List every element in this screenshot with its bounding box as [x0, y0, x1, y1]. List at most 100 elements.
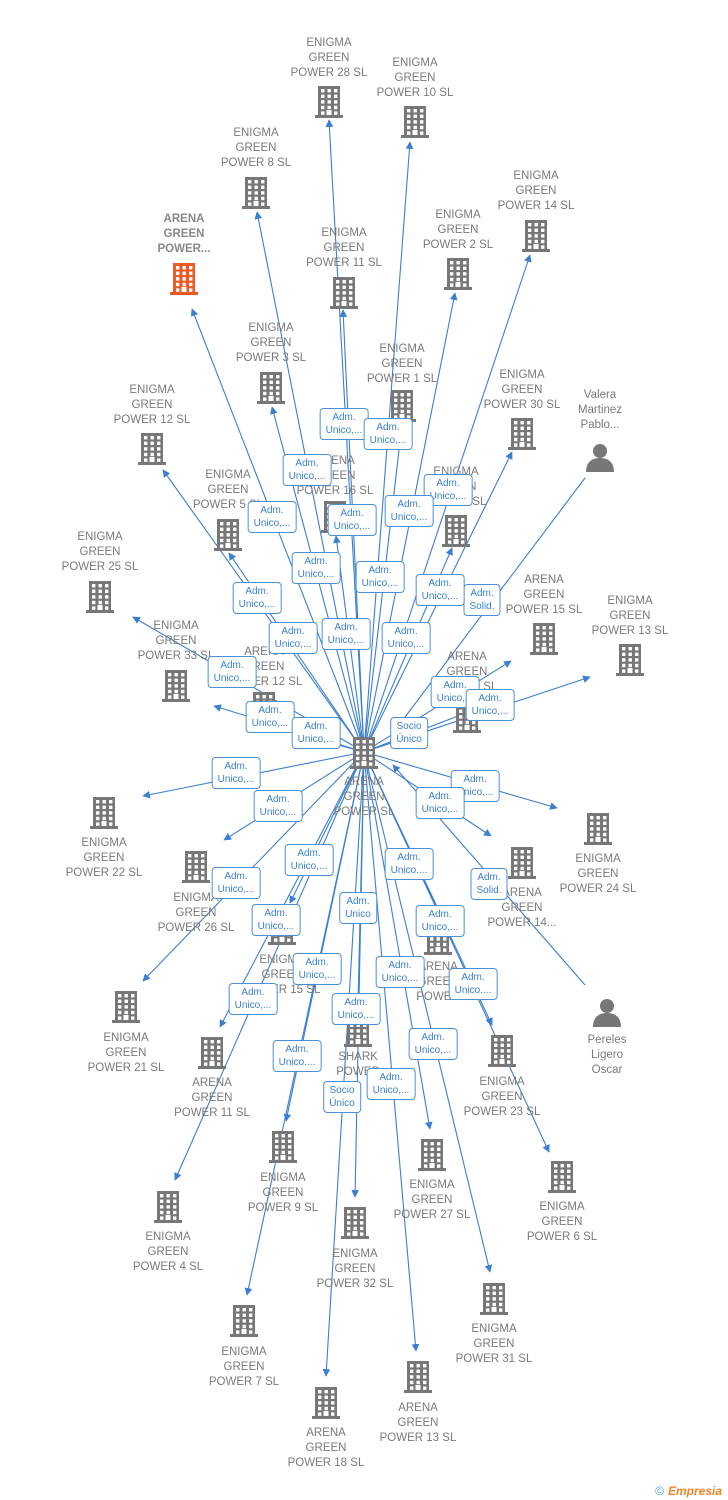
edge-n38 [363, 751, 493, 1273]
brand-logo: Empresia [667, 1484, 722, 1498]
building-icon [138, 433, 166, 465]
edge-role-label[interactable]: Adm. Unico,... [228, 983, 278, 1015]
person-node-n29[interactable] [592, 997, 622, 1032]
company-node-n4[interactable] [522, 218, 550, 257]
edge-role-label[interactable]: Adm. Unico,... [284, 844, 334, 876]
company-node-n19[interactable] [162, 668, 190, 707]
company-node-n15[interactable] [442, 513, 470, 552]
company-node-n36[interactable] [154, 1189, 182, 1228]
company-node-n12[interactable] [138, 431, 166, 470]
building-icon [242, 177, 270, 209]
edge-role-label[interactable]: Adm. Unico,... [384, 495, 434, 527]
building-icon [584, 813, 612, 845]
edge-role-label[interactable]: Adm. Unico,... [415, 905, 465, 937]
edge-role-label[interactable]: Adm. Unico,... [355, 561, 405, 593]
edge-role-label[interactable]: Adm. Unico,... [253, 790, 303, 822]
building-icon [341, 1207, 369, 1239]
edge-role-label[interactable]: Adm. Unico,... [450, 770, 500, 802]
edge-role-label[interactable]: Adm. Unico,... [291, 717, 341, 749]
copyright-icon: © [655, 1484, 664, 1498]
building-icon [154, 1191, 182, 1223]
edge-role-label[interactable]: Adm. Unico,... [247, 501, 297, 533]
edge-role-label[interactable]: Adm. Unico,... [291, 552, 341, 584]
company-node-n25[interactable] [508, 845, 536, 884]
edge-role-label[interactable]: Adm. Unico,... [448, 968, 498, 1000]
edge-role-label[interactable]: Adm. Unico,... [319, 408, 369, 440]
company-node-n34[interactable] [418, 1137, 446, 1176]
edge-role-label[interactable]: Adm. Unico,... [321, 618, 371, 650]
edge-role-label[interactable]: Adm. Unico,... [384, 848, 434, 880]
company-node-n37[interactable] [341, 1205, 369, 1244]
center-node[interactable] [350, 735, 378, 774]
company-node-n38[interactable] [480, 1281, 508, 1320]
edge-role-label[interactable]: Adm. Unico,... [211, 757, 261, 789]
edge-role-label[interactable]: Adm. Unico,... [408, 1028, 458, 1060]
edge-role-label[interactable]: Adm. Unico,... [292, 953, 342, 985]
building-icon [214, 519, 242, 551]
company-node-n24[interactable] [182, 849, 210, 888]
building-icon [162, 670, 190, 702]
building-icon [90, 797, 118, 829]
company-node-n1[interactable] [315, 84, 343, 123]
building-icon [230, 1305, 258, 1337]
edge-role-label[interactable]: Adm. Unico,... [282, 454, 332, 486]
building-icon [388, 390, 416, 422]
company-node-n16[interactable] [86, 579, 114, 618]
company-node-n6[interactable] [444, 256, 472, 295]
building-icon [548, 1161, 576, 1193]
edge-role-label[interactable]: Adm. Solid. [470, 868, 508, 900]
edge-role-label[interactable]: Adm. Unico,... [272, 1040, 322, 1072]
company-node-n28[interactable] [112, 989, 140, 1028]
building-icon [616, 644, 644, 676]
company-node-n7[interactable] [330, 275, 358, 314]
footer-brand[interactable]: ©Empresia [655, 1484, 722, 1498]
edge-role-label[interactable]: Adm. Unico,... [331, 993, 381, 1025]
building-icon [418, 1139, 446, 1171]
company-node-n33[interactable] [269, 1129, 297, 1168]
edge-role-label[interactable]: Adm. Unico,... [375, 956, 425, 988]
edge-role-label[interactable]: Socio Único [323, 1081, 361, 1113]
company-node-n3[interactable] [242, 175, 270, 214]
edge-role-label[interactable]: Adm. Unico,... [232, 582, 282, 614]
person-icon [593, 999, 621, 1027]
edge-role-label[interactable]: Adm. Unico,... [465, 689, 515, 721]
edge-role-label[interactable]: Adm. Unico,... [415, 574, 465, 606]
edge-role-label[interactable]: Socio Único [390, 717, 428, 749]
company-node-n2[interactable] [401, 104, 429, 143]
company-node-n40[interactable] [404, 1359, 432, 1398]
edge-role-label[interactable]: Adm. Unico,... [211, 867, 261, 899]
edge-role-label[interactable]: Adm. Unico,... [245, 701, 295, 733]
company-node-n23[interactable] [584, 811, 612, 850]
building-icon [170, 263, 198, 295]
company-node-n39[interactable] [230, 1303, 258, 1342]
edge-role-label[interactable]: Adm. Unico,... [268, 622, 318, 654]
company-node-n14[interactable] [214, 517, 242, 556]
company-node-n5[interactable] [170, 261, 198, 300]
company-node-n32[interactable] [488, 1033, 516, 1072]
edge-role-label[interactable]: Adm. Solid. [463, 584, 501, 616]
edge-role-label[interactable]: Adm. Unico,... [363, 418, 413, 450]
building-icon [312, 1387, 340, 1419]
person-node-n11[interactable] [585, 442, 615, 477]
company-node-n41[interactable] [312, 1385, 340, 1424]
edge-role-label[interactable]: Adm. Unico,... [366, 1068, 416, 1100]
building-icon [182, 851, 210, 883]
edge-role-label[interactable]: Adm. Unico [339, 892, 377, 924]
edge-n28 [142, 751, 365, 982]
edge-role-label[interactable]: Adm. Unico,... [207, 656, 257, 688]
building-icon [350, 737, 378, 769]
company-node-n35[interactable] [548, 1159, 576, 1198]
company-node-n17[interactable] [530, 621, 558, 660]
company-node-n22[interactable] [90, 795, 118, 834]
edge-role-label[interactable]: Adm. Unico,... [415, 787, 465, 819]
edge-role-label[interactable]: Adm. Unico,... [381, 622, 431, 654]
building-icon [401, 106, 429, 138]
building-icon [442, 515, 470, 547]
company-node-n10[interactable] [508, 416, 536, 455]
company-node-n8[interactable] [257, 370, 285, 409]
company-node-n18[interactable] [616, 642, 644, 681]
company-node-n31[interactable] [198, 1035, 226, 1074]
building-icon [257, 372, 285, 404]
edge-role-label[interactable]: Adm. Unico,... [327, 504, 377, 536]
edge-role-label[interactable]: Adm. Unico,... [251, 904, 301, 936]
